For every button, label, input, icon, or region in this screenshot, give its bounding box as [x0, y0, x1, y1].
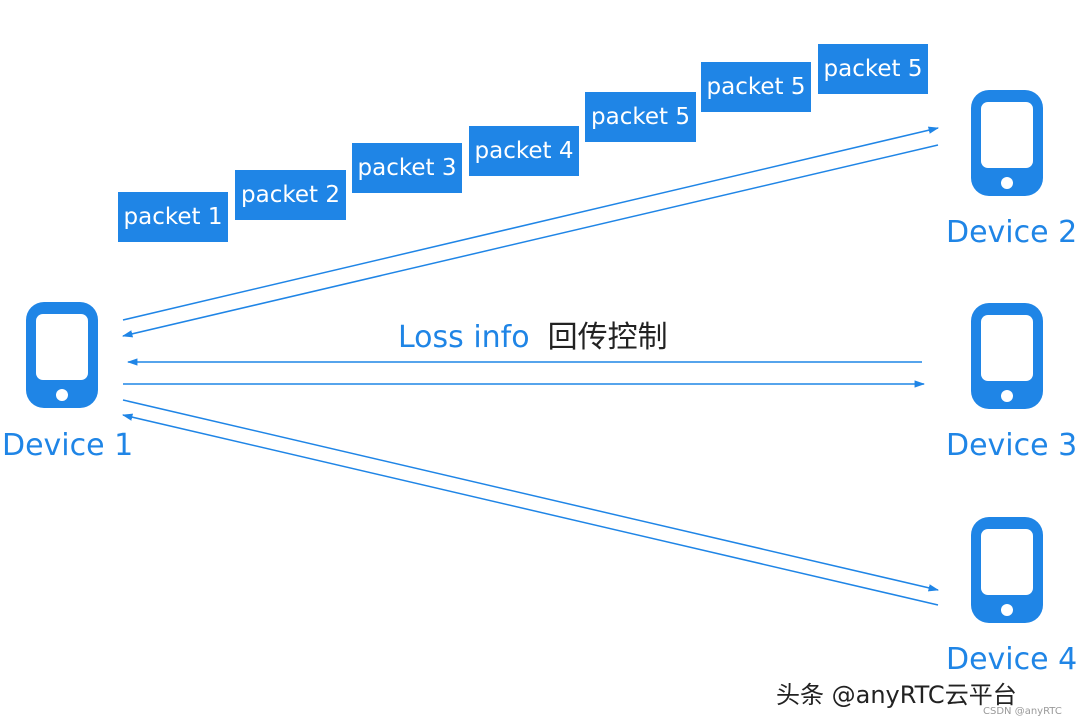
device-4-label: Device 4 — [946, 642, 1078, 677]
arrow-d4-to-d1 — [121, 413, 939, 606]
arrow-d2-to-d1 — [121, 144, 939, 338]
phone-screen — [36, 314, 88, 380]
packet-block: packet 2 — [235, 170, 346, 220]
phone-home-button — [1001, 390, 1013, 402]
watermark-csdn: CSDN @anyRTC — [983, 706, 1062, 717]
packet-block: packet 5 — [585, 92, 696, 142]
phone-screen — [981, 315, 1033, 381]
packet-block: packet 3 — [352, 143, 462, 193]
arrow-d1-to-d4 — [122, 399, 940, 592]
device-4-phone-icon — [971, 517, 1043, 623]
packet-block: packet 1 — [118, 192, 228, 242]
loss-info-text: Loss info — [398, 320, 530, 355]
feedback-control-text: 回传控制 — [547, 320, 668, 355]
phone-home-button — [1001, 177, 1013, 189]
device-2-label: Device 2 — [946, 215, 1078, 250]
device-3-phone-icon — [971, 303, 1043, 409]
packet-block: packet 4 — [469, 126, 579, 176]
arrow-d1-to-d2 — [122, 126, 940, 321]
device-1-phone-icon — [26, 302, 98, 408]
loss-info-label: Loss info 回传控制 — [398, 312, 668, 356]
watermark-main: 头条 @anyRTC云平台 — [776, 681, 1017, 709]
device-2-phone-icon — [971, 90, 1043, 196]
phone-home-button — [56, 389, 68, 401]
phone-screen — [981, 102, 1033, 168]
packet-block: packet 5 — [818, 44, 928, 94]
phone-home-button — [1001, 604, 1013, 616]
device-3-label: Device 3 — [946, 428, 1078, 463]
device-1-label: Device 1 — [2, 428, 134, 463]
phone-screen — [981, 529, 1033, 595]
packet-block: packet 5 — [701, 62, 811, 112]
